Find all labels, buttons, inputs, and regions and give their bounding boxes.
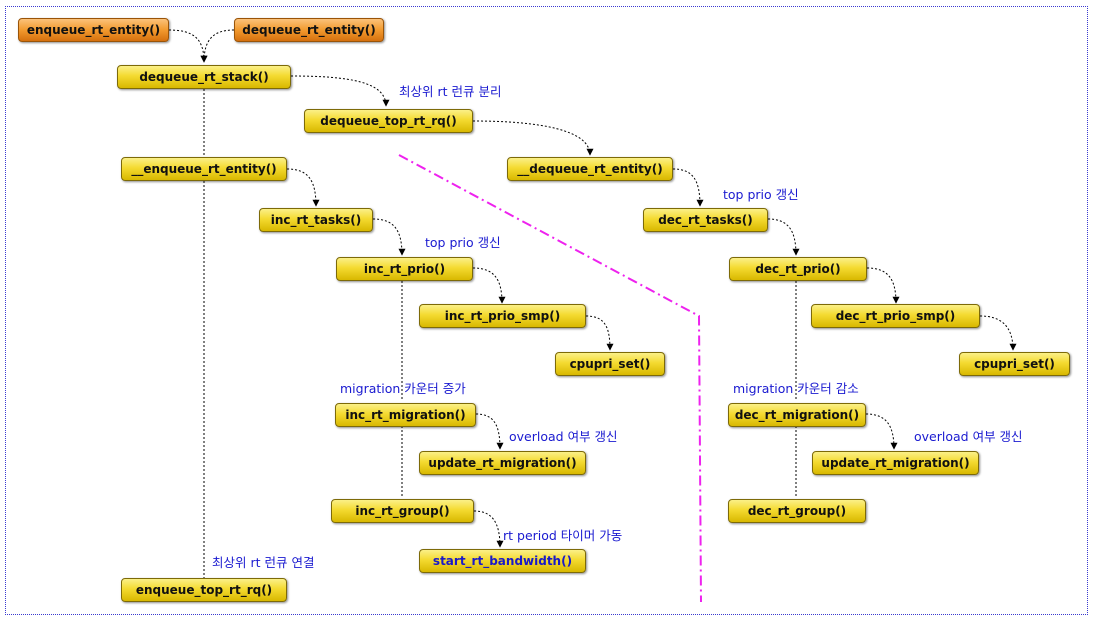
cpupri-set-left-node: cpupri_set() [555, 352, 665, 376]
arrow-enqueue-to-stack [168, 29, 208, 63]
dec-rt-prio-node: dec_rt_prio() [729, 257, 867, 281]
inc-rt-prio-smp-node: inc_rt_prio_smp() [419, 304, 586, 328]
note-migration-dec: migration 카운터 감소 [733, 381, 859, 396]
dec-rt-migration-node: dec_rt_migration() [728, 403, 866, 427]
arrow-dec-mig-to-update [865, 413, 898, 450]
cpupri-set-right-node: cpupri_set() [959, 352, 1070, 376]
dec-rt-prio-smp-node: dec_rt_prio_smp() [811, 304, 980, 328]
update-rt-migration-left-node: update_rt_migration() [419, 451, 586, 475]
dec-rt-tasks-node: dec_rt_tasks() [643, 208, 768, 232]
arrow-dequeue-to-stack [200, 29, 235, 63]
arrow-dequeue-entity-to-dec-tasks [672, 168, 704, 207]
note-rt-period: rt period 타이머 가동 [503, 528, 623, 543]
enqueue-entity-internal-node: __enqueue_rt_entity() [121, 157, 287, 181]
dequeue-rt-entity-node: dequeue_rt_entity() [234, 18, 384, 42]
arrow-smp-to-cpupri-right [979, 315, 1017, 351]
arrow-dec-tasks-to-dec-prio [767, 218, 800, 256]
arrow-stack-to-top-rq [290, 75, 390, 107]
arrow-smp-to-cpupri-left [585, 315, 614, 351]
enqueue-rt-entity-node: enqueue_rt_entity() [18, 18, 169, 42]
arrow-inc-prio-to-smp [472, 267, 506, 304]
arrow-dec-prio-to-smp [866, 267, 900, 304]
dequeue-rt-stack-node: dequeue_rt_stack() [117, 65, 291, 89]
enqueue-top-rt-rq-node: enqueue_top_rt_rq() [121, 578, 287, 602]
start-rt-bandwidth-node: start_rt_bandwidth() [419, 549, 586, 573]
note-attach-top-rq: 최상위 rt 런큐 연결 [212, 555, 315, 570]
divider-line [398, 154, 702, 603]
note-overload-right: overload 여부 갱신 [914, 429, 1023, 444]
arrow-top-rq-to-dequeue-entity [472, 120, 594, 156]
arrow-enqueue-entity-to-inc-tasks [286, 168, 320, 207]
dequeue-entity-internal-node: __dequeue_rt_entity() [507, 157, 673, 181]
dequeue-top-rt-rq-node: dequeue_top_rt_rq() [304, 109, 473, 133]
arrow-inc-tasks-to-inc-prio [372, 218, 406, 256]
inc-rt-migration-node: inc_rt_migration() [335, 403, 476, 427]
note-top-prio-left: top prio 갱신 [425, 235, 501, 250]
inc-rt-group-node: inc_rt_group() [331, 499, 474, 523]
diagram-frame [5, 6, 1088, 615]
note-overload-left: overload 여부 갱신 [509, 429, 618, 444]
inc-rt-tasks-node: inc_rt_tasks() [259, 208, 373, 232]
update-rt-migration-right-node: update_rt_migration() [812, 451, 979, 475]
dec-rt-group-node: dec_rt_group() [728, 499, 866, 523]
arrow-inc-group-to-bandwidth [473, 510, 504, 548]
inc-rt-prio-node: inc_rt_prio() [336, 257, 473, 281]
arrow-inc-mig-to-update [475, 413, 504, 450]
note-detach-top-rq: 최상위 rt 런큐 분리 [399, 84, 502, 99]
note-top-prio-right: top prio 갱신 [723, 187, 799, 202]
note-migration-inc: migration 카운터 증가 [340, 381, 466, 396]
